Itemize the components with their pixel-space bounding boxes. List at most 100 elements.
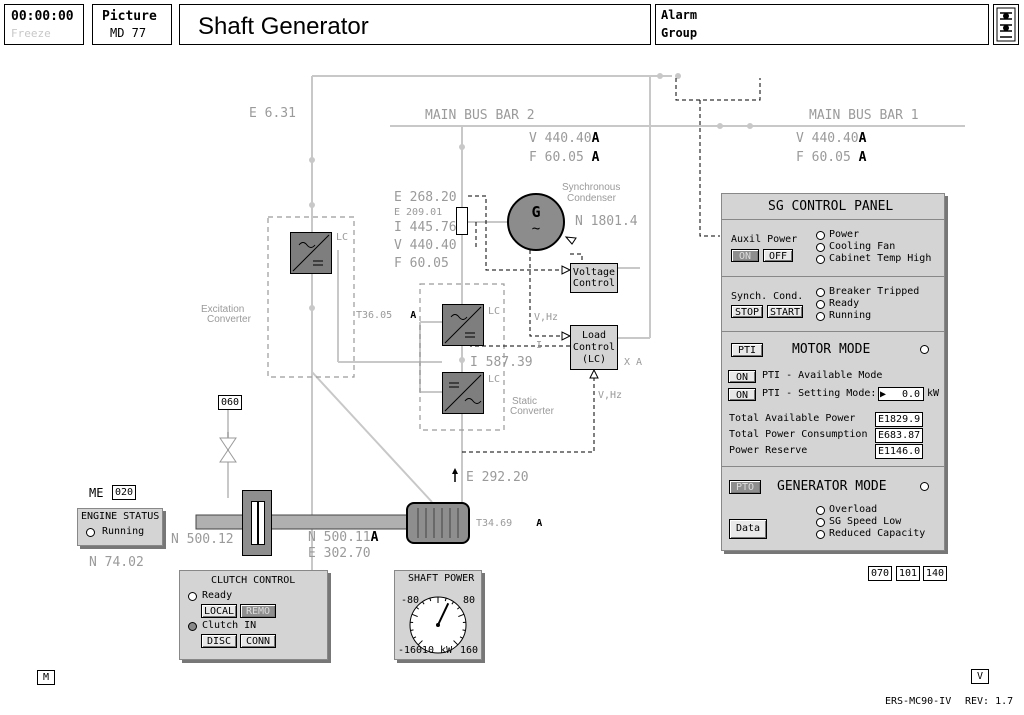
sine-glyph-icon: ~ xyxy=(531,221,541,237)
synch-stop-button[interactable]: STOP xyxy=(731,305,763,318)
pti-setting-value: 0.0 xyxy=(901,389,920,400)
gauge-tick xyxy=(417,640,423,646)
footer-system: ERS-MC90-IV xyxy=(885,696,952,707)
clutch-ready-lamp xyxy=(188,592,197,601)
clutch-in-label: Clutch IN xyxy=(202,620,257,631)
nav-101[interactable]: 101 xyxy=(896,566,921,581)
clutch-icon[interactable] xyxy=(242,490,272,556)
alarm-group-box[interactable]: Alarm Group xyxy=(655,4,989,45)
t34-temp: T34.69 A xyxy=(476,518,543,529)
gauge-tick xyxy=(413,636,417,639)
static-converter-top-icon[interactable] xyxy=(442,304,484,346)
gauge-tick xyxy=(451,601,454,605)
gen-e2: E 209.01 xyxy=(394,207,443,218)
breaker-icon[interactable] xyxy=(456,207,468,235)
pti-available-label: PTI - Available Mode xyxy=(762,370,883,381)
gauge-tick xyxy=(422,601,425,605)
bus2-frequency: F 60.05 A xyxy=(529,150,600,165)
me-label: ME xyxy=(89,486,104,500)
synch-ready-label: Ready xyxy=(829,298,860,309)
load-control-line3: (LC) xyxy=(581,354,607,365)
load-control-line1: Load xyxy=(581,330,607,341)
nav-140[interactable]: 140 xyxy=(923,566,948,581)
bus1-frequency: F 60.05 A xyxy=(796,150,867,165)
gauge-needle xyxy=(437,602,450,626)
auxil-on-button[interactable]: ON xyxy=(731,249,759,262)
sg-panel-title: SG CONTROL PANEL xyxy=(768,199,894,214)
nav-m[interactable]: M xyxy=(37,670,56,685)
picture-label: Picture xyxy=(102,9,157,24)
gen-voltage: V 440.40 xyxy=(394,238,457,253)
clutch-conn-button[interactable]: CONN xyxy=(240,634,276,648)
gauge-tick xyxy=(459,636,463,639)
reduced-capacity-lamp xyxy=(816,530,825,539)
sync-cond-label-2: Condenser xyxy=(567,193,616,204)
engine-status-title: ENGINE STATUS xyxy=(81,511,160,522)
engine-status-panel: ENGINE STATUS Running xyxy=(77,508,163,546)
data-button[interactable]: Data xyxy=(729,519,767,539)
sg-control-panel: SG CONTROL PANEL Auxil Power ON OFF Powe… xyxy=(721,193,945,551)
reduced-capacity-label: Reduced Capacity xyxy=(829,528,926,539)
overload-label: Overload xyxy=(829,504,878,515)
main-bus-bar-1-label: MAIN BUS BAR 1 xyxy=(809,108,919,123)
breaker-tripped-label: Breaker Tripped xyxy=(829,286,920,297)
voltage-control-box[interactable]: Voltage Control xyxy=(570,263,618,293)
load-control-line2: Control xyxy=(572,342,616,353)
picture-box: Picture MD 77 xyxy=(92,4,172,45)
clutch-remo-button[interactable]: REMO xyxy=(240,604,276,618)
clutch-local-button[interactable]: LOCAL xyxy=(201,604,237,618)
gauge-tick xyxy=(410,629,414,631)
vhz-label-1: V,Hz xyxy=(534,312,559,323)
cabinet-temp-lamp xyxy=(816,255,825,264)
shaft-power-panel: SHAFT POWER -80 80 -160 10 kW 160 xyxy=(394,570,482,660)
excitation-label-2: Converter xyxy=(207,314,251,325)
gauge-tick xyxy=(411,613,418,618)
gen-current: I 445.76 xyxy=(394,220,457,235)
x-flag: X A xyxy=(624,357,643,368)
static-label-2: Converter xyxy=(510,406,554,417)
engine-running-label: Running xyxy=(102,526,145,537)
me-tag[interactable]: 020 xyxy=(112,485,137,500)
load-control-box[interactable]: Load Control (LC) xyxy=(570,325,618,370)
generator-symbol: G xyxy=(531,203,541,221)
input-arrow-icon: ▶ xyxy=(880,389,887,400)
bus1-voltage: V 440.40A xyxy=(796,131,867,146)
gauge-tick xyxy=(462,629,466,631)
pti-button[interactable]: PTI xyxy=(731,343,763,357)
sync-cond-label-1: Synchronous xyxy=(562,182,621,193)
generator-mode-lamp xyxy=(920,482,929,491)
e-302: E 302.70 xyxy=(308,546,371,561)
gen-e1: E 268.20 xyxy=(394,190,457,205)
total-available-value: E1829.9 xyxy=(875,412,924,427)
gauge-neg80: -80 xyxy=(401,595,420,606)
i-587: I 587.39 xyxy=(470,355,533,370)
excitation-label-1: Excitation xyxy=(201,304,245,315)
freeze-label[interactable]: Freeze xyxy=(11,27,51,40)
auxil-power-label: Auxil Power xyxy=(731,234,798,245)
bus2-voltage: V 440.40A xyxy=(529,131,600,146)
valve-icon[interactable] xyxy=(218,432,238,468)
excitation-converter-icon[interactable] xyxy=(290,232,332,274)
motor-mode-lamp xyxy=(920,345,929,354)
n-500-engine: N 500.12 xyxy=(171,532,234,547)
power-lamp xyxy=(816,231,825,240)
pto-button[interactable]: PTO xyxy=(729,480,761,494)
static-converter-bottom-icon[interactable] xyxy=(442,372,484,414)
group-label: Group xyxy=(661,26,698,40)
pti-setting-on-button[interactable]: ON xyxy=(728,388,756,401)
clutch-disc-button[interactable]: DISC xyxy=(201,634,237,648)
n-74: N 74.02 xyxy=(89,555,144,570)
auxil-off-button[interactable]: OFF xyxy=(763,249,793,262)
nav-v[interactable]: V xyxy=(971,669,990,684)
valve-tag[interactable]: 060 xyxy=(218,395,243,410)
power-label: Power xyxy=(829,229,860,240)
nav-070[interactable]: 070 xyxy=(868,566,893,581)
shaft-motor-icon[interactable] xyxy=(406,502,470,544)
synchronous-generator-icon[interactable]: G ~ xyxy=(507,193,565,251)
n-500-shaft: N 500.11A xyxy=(308,530,379,545)
alarm-label: Alarm xyxy=(661,8,698,22)
pti-available-on-button[interactable]: ON xyxy=(728,370,756,383)
pti-setting-input[interactable]: ▶ 0.0 xyxy=(878,387,924,401)
synch-start-button[interactable]: START xyxy=(767,305,803,318)
crest-logo-icon xyxy=(996,7,1016,42)
